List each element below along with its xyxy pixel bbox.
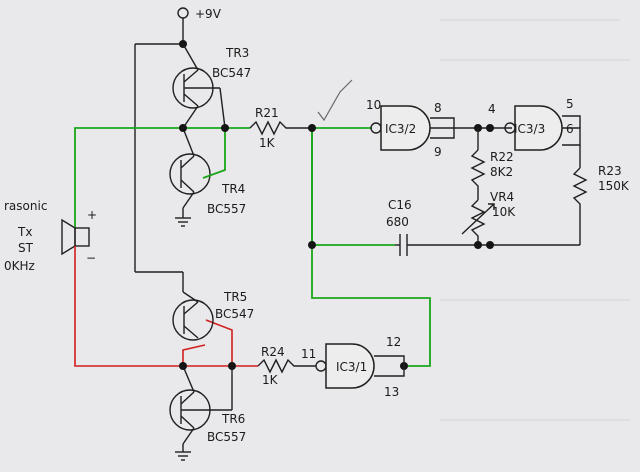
green-trace-top	[74, 127, 431, 367]
vr4-potentiometer: VR4 10K	[461, 190, 516, 245]
ic3-2-label: IC3/2	[385, 122, 416, 136]
tr4-name: TR4	[221, 182, 245, 196]
supply-terminal: +9V	[177, 7, 222, 44]
tx-minus: −	[86, 251, 96, 265]
pin-13: 13	[384, 385, 399, 399]
tr5-name: TR5	[223, 290, 247, 304]
ic3-1-gate: IC3/1 11 12 13	[301, 335, 405, 399]
tr3-transistor: TR3 BC547	[172, 43, 251, 129]
pin-11: 11	[301, 347, 316, 361]
r24-value: 1K	[262, 373, 279, 387]
pin-12: 12	[386, 335, 401, 349]
tr3-type: BC547	[212, 66, 251, 80]
tx-label-4: 0KHz	[4, 259, 35, 273]
ic3-3-label: IC3/3	[514, 122, 545, 136]
r24-name: R24	[261, 345, 285, 359]
tr5-transistor: TR5 BC547	[172, 290, 254, 341]
tr3-name: TR3	[225, 46, 249, 60]
c16-capacitor: C16 680	[386, 198, 494, 256]
tr6-name: TR6	[221, 412, 245, 426]
r21-name: R21	[255, 106, 279, 120]
tx-plus: +	[87, 208, 97, 222]
tx-label-3: ST	[18, 241, 34, 255]
junction-dots-top	[179, 124, 316, 249]
vr4-name: VR4	[490, 190, 514, 204]
left-top-rail	[134, 40, 187, 292]
tr6-type: BC557	[207, 430, 246, 444]
r24-resistor: R24 1K	[257, 345, 316, 387]
r22-name: R22	[490, 150, 514, 164]
r21-value: 1K	[259, 136, 276, 150]
pin-4: 4	[488, 102, 496, 116]
pin-8: 8	[434, 101, 442, 115]
c16-name: C16	[388, 198, 412, 212]
ic3-3-gate: IC3/3 4 5 6	[488, 97, 581, 151]
paper-background	[440, 19, 630, 421]
red-trace-bottom	[74, 246, 258, 367]
ic3-2-gate: IC3/2 10 8 9	[366, 98, 512, 159]
r23-resistor: R23 150K	[490, 145, 630, 246]
r23-value: 150K	[598, 179, 630, 193]
supply-label: +9V	[195, 7, 222, 21]
r22-value: 8K2	[490, 165, 513, 179]
tx-label-1: rasonic	[4, 199, 47, 213]
r21-resistor: R21 1K	[249, 106, 312, 150]
tr4-transistor: TR4 BC557	[169, 127, 246, 227]
pin-10: 10	[366, 98, 381, 112]
pencil-tick-mark	[317, 79, 353, 122]
vr4-value: 10K	[492, 205, 516, 219]
ultrasonic-transducer: + − rasonic Tx ST 0KHz	[4, 199, 97, 273]
pin-6: 6	[566, 122, 574, 136]
tr6-transistor: TR6 BC557	[169, 365, 246, 461]
ic3-1-label: IC3/1	[336, 360, 367, 374]
r23-name: R23	[598, 164, 622, 178]
tx-label-2: Tx	[17, 225, 32, 239]
pin-9: 9	[434, 145, 442, 159]
pin-5: 5	[566, 97, 574, 111]
tr5-type: BC547	[215, 307, 254, 321]
tr4-type: BC557	[207, 202, 246, 216]
r22-resistor: R22 8K2	[470, 128, 514, 200]
c16-value: 680	[386, 215, 409, 229]
